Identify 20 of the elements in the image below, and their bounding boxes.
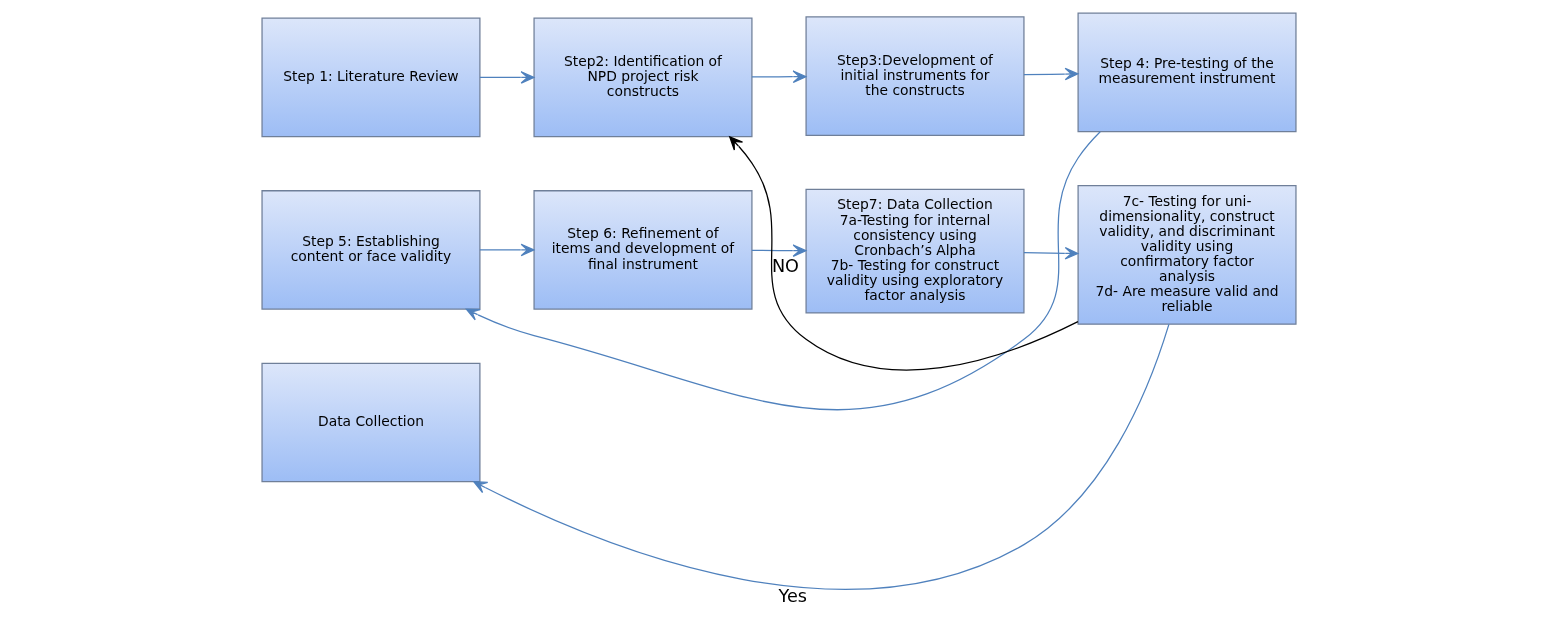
- edge-label: Yes: [777, 586, 807, 607]
- arrow: [1022, 247, 1078, 260]
- node-box: Data Collection: [260, 362, 481, 483]
- arrow: [478, 243, 534, 257]
- arrow: [465, 131, 1101, 411]
- arrow: [472, 323, 1170, 590]
- arrow: [728, 136, 1079, 371]
- arrow: [1022, 67, 1078, 81]
- node-box: Step 5: Establishing content or face validity: [260, 190, 481, 310]
- arrow: [750, 244, 806, 257]
- node-box: Step 6: Refinement of items and development of final instrument: [532, 190, 753, 310]
- node-box: Step7: Data Collection 7a-Testing for internal consistency using Cronbach’s Alpha 7b- Testing for construct validity using exploratory factor analysis: [804, 188, 1025, 314]
- node-box: Step 1: Literature Review: [260, 17, 481, 138]
- node-box: 7c- Testing for uni-dimensionality, construct validity, and discriminant validity using confirmatory factor analysis 7d- Are measure valid and reliable: [1076, 185, 1297, 325]
- edge-label: NO: [771, 256, 799, 277]
- node-box: Step2: Identification of NPD project risk constructs: [532, 17, 753, 138]
- node-box: Step 4: Pre-testing of the measurement instrument: [1076, 12, 1297, 133]
- node-box: Step3:Development of initial instruments for the constructs: [804, 16, 1025, 136]
- arrow: [750, 70, 806, 83]
- arrow: [478, 71, 534, 84]
